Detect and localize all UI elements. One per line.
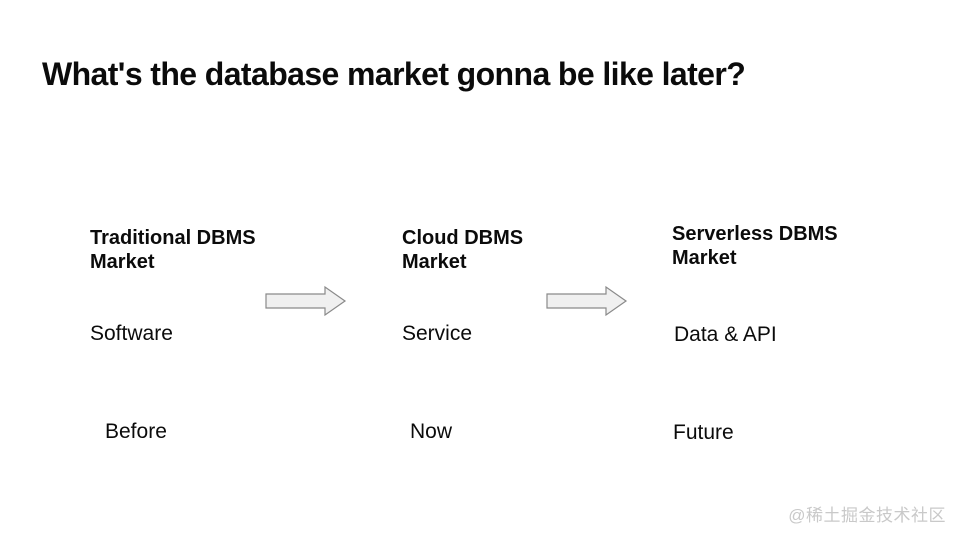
stage-serverless-model-label: Data & API <box>674 323 777 346</box>
stage-traditional-market-label: Traditional DBMS Market <box>90 227 256 273</box>
stage-traditional-model-label: Software <box>90 322 173 345</box>
right-arrow-icon <box>265 285 347 317</box>
stage-serverless-market-label: Serverless DBMS Market <box>672 223 838 269</box>
stage-cloud-model-label: Service <box>402 322 473 345</box>
right-arrow-icon <box>546 285 628 317</box>
slide-title: What's the database market gonna be like… <box>42 56 746 92</box>
stage-cloud-market-label: Cloud DBMS Market <box>402 227 524 273</box>
watermark: @稀土掘金技术社区 <box>788 506 946 525</box>
stage-serverless-era-label: Future <box>673 421 734 444</box>
stage-cloud-era-label: Now <box>410 420 453 443</box>
stage-traditional-era-label: Before <box>105 420 167 443</box>
